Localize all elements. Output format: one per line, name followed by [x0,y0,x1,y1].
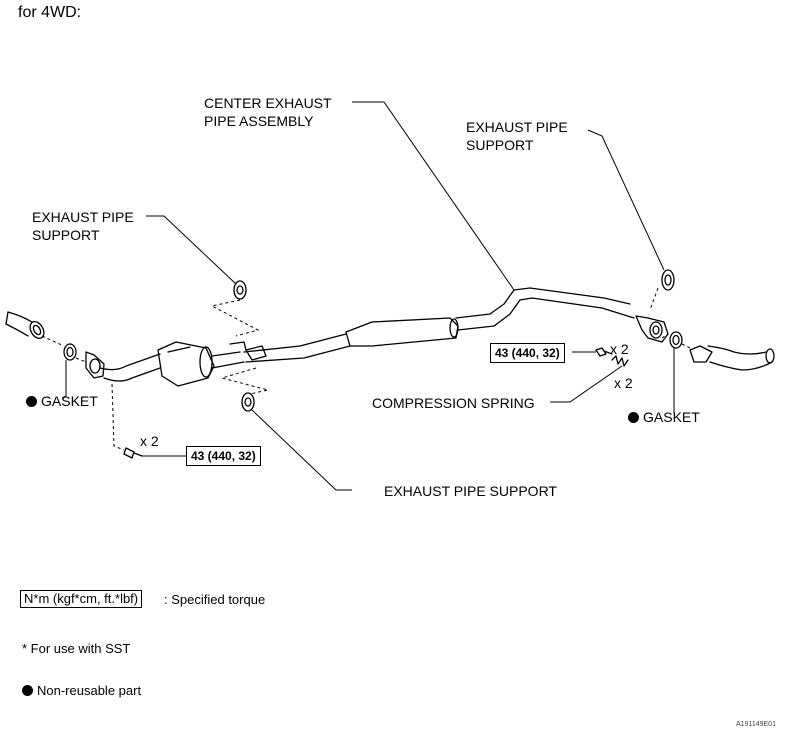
label-support-right-line1: EXHAUST PIPE [466,119,568,135]
label-center-pipe-line2: PIPE ASSEMBLY [204,113,314,129]
figure-id: A191149E01 [736,721,776,728]
legend-non-reusable-text: Non-reusable part [37,683,142,698]
bolt-right [595,347,613,357]
support-bottom-shape [241,392,255,412]
label-center-pipe-line1: CENTER EXHAUST [204,95,332,111]
legend-torque-desc: : Specified torque [164,592,266,607]
label-compression-spring: COMPRESSION SPRING [372,395,535,411]
spring-shape [611,355,629,367]
non-reusable-bullet-icon [22,685,33,696]
support-right-shape [661,269,675,291]
legend-sst: * For use with SST [22,641,131,656]
label-gasket-right: GASKET [628,408,700,426]
front-pipe [5,311,45,340]
non-reusable-bullet-icon [628,412,639,423]
qty-right-spring: x 2 [614,375,633,391]
qty-right-bolt: x 2 [610,341,629,357]
label-support-left-line2: SUPPORT [32,227,100,243]
resonator [345,317,459,347]
gasket-left-shape [63,343,77,361]
torque-spec-left: 43 (440, 32) [186,446,261,466]
left-flange [85,351,105,379]
label-support-right-line2: SUPPORT [466,137,534,153]
gasket-right-text: GASKET [643,409,700,425]
rear-pipe [689,345,775,371]
label-gasket-left: GASKET [26,392,98,410]
torque-spec-right: 43 (440, 32) [490,343,565,363]
qty-left: x 2 [140,433,159,449]
label-support-bottom: EXHAUST PIPE SUPPORT [384,483,557,499]
support-left-upper [233,280,247,300]
non-reusable-bullet-icon [26,396,37,407]
legend-torque-unit: N*m (kgf*cm, ft.*lbf) [20,590,143,608]
gasket-left-text: GASKET [41,393,98,409]
catalytic-converter [157,341,215,387]
legend-non-reusable: Non-reusable part [22,682,141,700]
right-flange [635,315,669,343]
page-title: for 4WD: [18,4,82,21]
gasket-right-shape [669,331,683,349]
label-support-left-line1: EXHAUST PIPE [32,209,134,225]
bolt-left [123,447,143,459]
